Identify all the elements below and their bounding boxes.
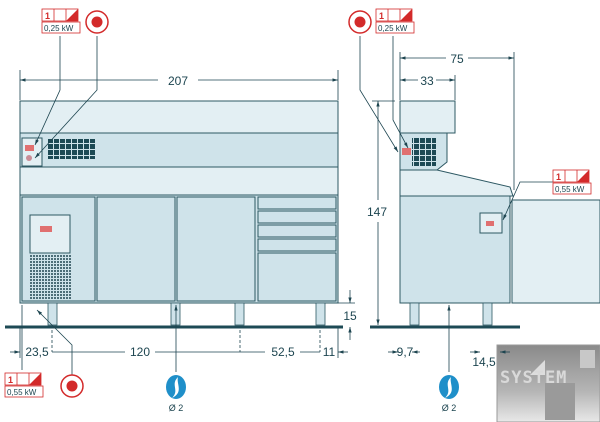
power-label-side-right: 1 0,55 kW [552,169,592,195]
side-vent [412,138,436,166]
system-logo: SYSTEM [496,344,600,422]
drawer-stack [257,196,337,302]
svg-text:1: 1 [379,11,384,21]
drawer[interactable] [257,238,337,252]
compressor-grille [30,255,72,299]
compressor-panel [29,214,71,254]
dimension-lines [10,36,553,375]
front-control-panel [21,137,43,167]
water-drain-icon [439,375,459,399]
front-upper-vent [48,139,96,159]
phase-icon [29,373,41,385]
power-label-top-side: 1 0,25 kW [375,8,415,34]
phase-icon [577,170,589,182]
svg-text:1: 1 [8,375,13,385]
svg-text:0,25 kW: 0,25 kW [44,24,74,33]
side-view [370,100,600,329]
dim-depth-top: 33 [420,74,434,88]
side-base [399,195,511,304]
open-door-panel [511,199,600,304]
dim-leg-span-1: 120 [130,345,150,359]
svg-text:SYSTEM: SYSTEM [500,368,567,388]
drawer[interactable] [257,224,337,238]
svg-text:1: 1 [556,172,561,182]
door-1[interactable] [96,196,176,302]
dim-side-front-offset: 9,7 [397,345,414,359]
side-switch-icon [402,148,411,155]
drain-diameter-label: Ø 2 [442,403,457,413]
side-legs [409,302,493,326]
compressor-switch-icon [40,226,52,232]
dim-depth-total: 75 [450,52,464,66]
drawer[interactable] [257,252,337,302]
water-drain-icon [166,375,186,399]
side-compressor-switch-icon [486,221,494,226]
front-counter [19,166,339,196]
dim-width-total: 207 [168,74,188,88]
drawer[interactable] [257,210,337,224]
power-label-bottom-front: 1 0,55 kW [4,372,44,398]
dim-leg-height: 15 [343,309,357,323]
phase-icon [66,9,78,21]
front-display-hood [19,100,339,134]
dim-left-offset: 23,5 [25,345,49,359]
front-switch-icon [25,145,34,151]
drawer[interactable] [257,196,337,210]
svg-text:0,25 kW: 0,25 kW [378,24,408,33]
switch-symbol-icon [60,374,84,398]
switch-symbol-icon [348,10,372,34]
side-counter [399,169,514,197]
side-hood [399,100,456,134]
drain-diameter-label: Ø 2 [169,403,184,413]
front-lamp-icon [26,155,32,161]
front-legs [47,302,326,326]
phase-icon [400,9,412,21]
power-label-top-front: 1 0,25 kW [41,8,81,34]
svg-text:1: 1 [45,11,50,21]
svg-text:0,55 kW: 0,55 kW [7,388,37,397]
front-view [5,100,343,329]
dim-side-rear-offset: 14,5 [472,355,496,369]
door-2[interactable] [176,196,256,302]
switch-symbol-icon [85,10,109,34]
dim-right-offset: 11 [323,345,336,359]
dim-height-total: 147 [367,205,387,219]
svg-text:0,55 kW: 0,55 kW [555,185,585,194]
dim-leg-span-2: 52,5 [271,345,295,359]
